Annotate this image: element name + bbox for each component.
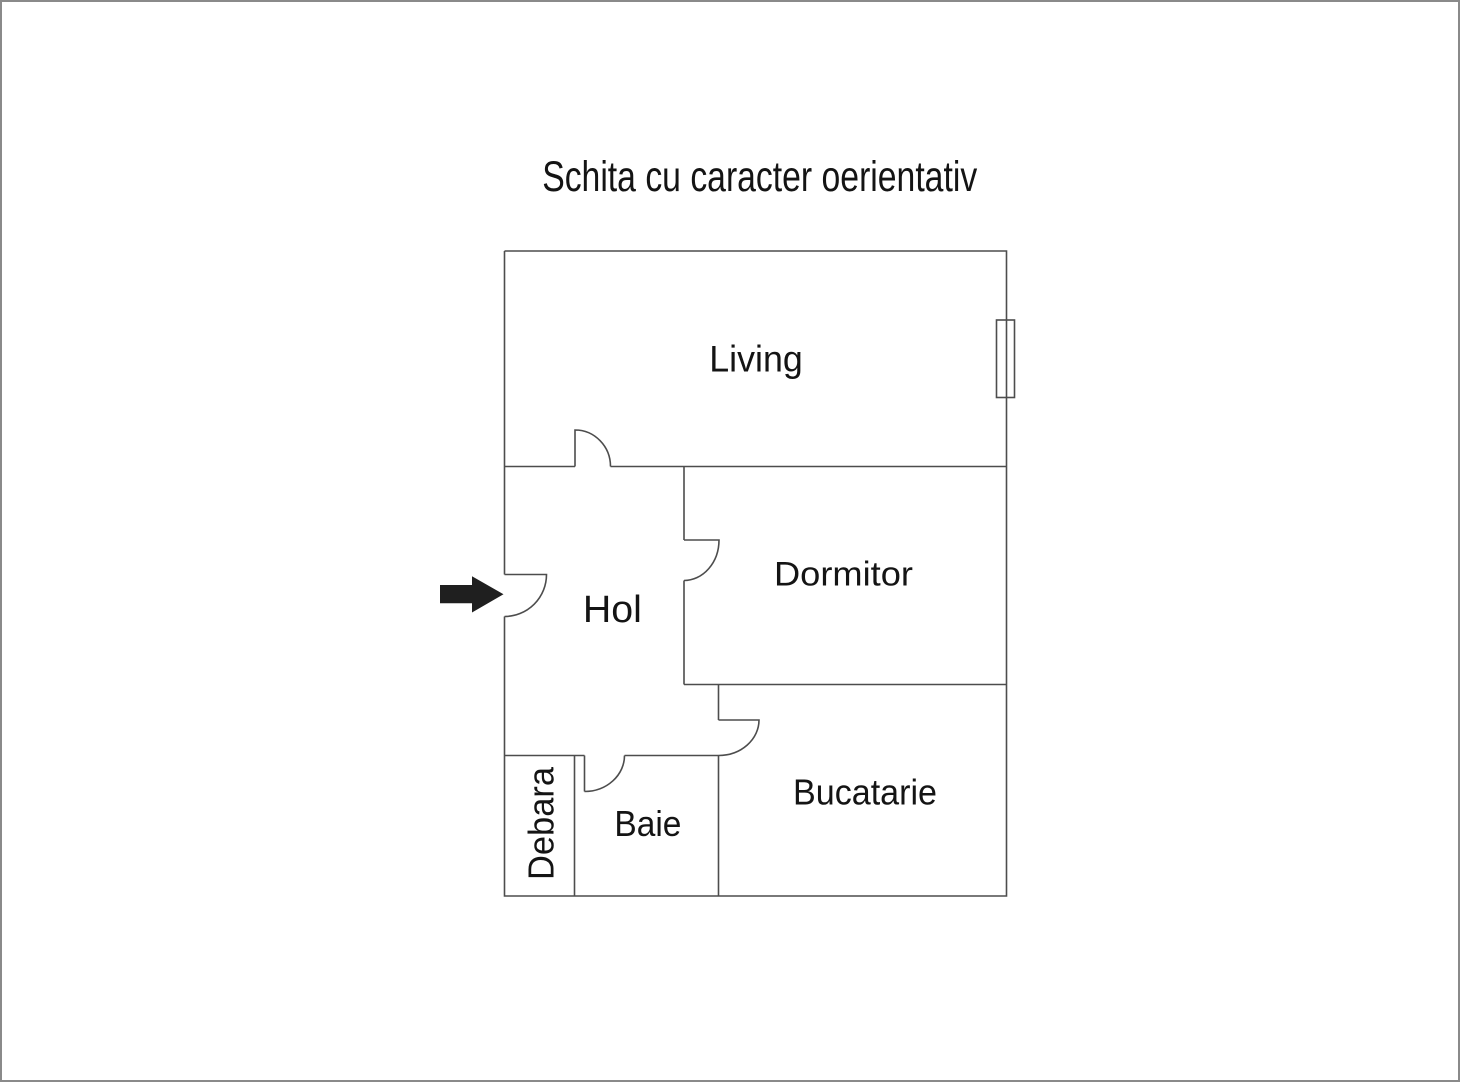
svg-text:Schita cu caracter oerientativ: Schita cu caracter oerientativ bbox=[542, 153, 977, 201]
svg-text:Baie: Baie bbox=[614, 803, 681, 844]
svg-text:Debara: Debara bbox=[520, 766, 561, 880]
svg-text:Dormitor: Dormitor bbox=[774, 555, 913, 593]
svg-text:Bucatarie: Bucatarie bbox=[793, 772, 937, 813]
svg-text:Hol: Hol bbox=[583, 589, 642, 631]
svg-text:Living: Living bbox=[709, 339, 803, 380]
